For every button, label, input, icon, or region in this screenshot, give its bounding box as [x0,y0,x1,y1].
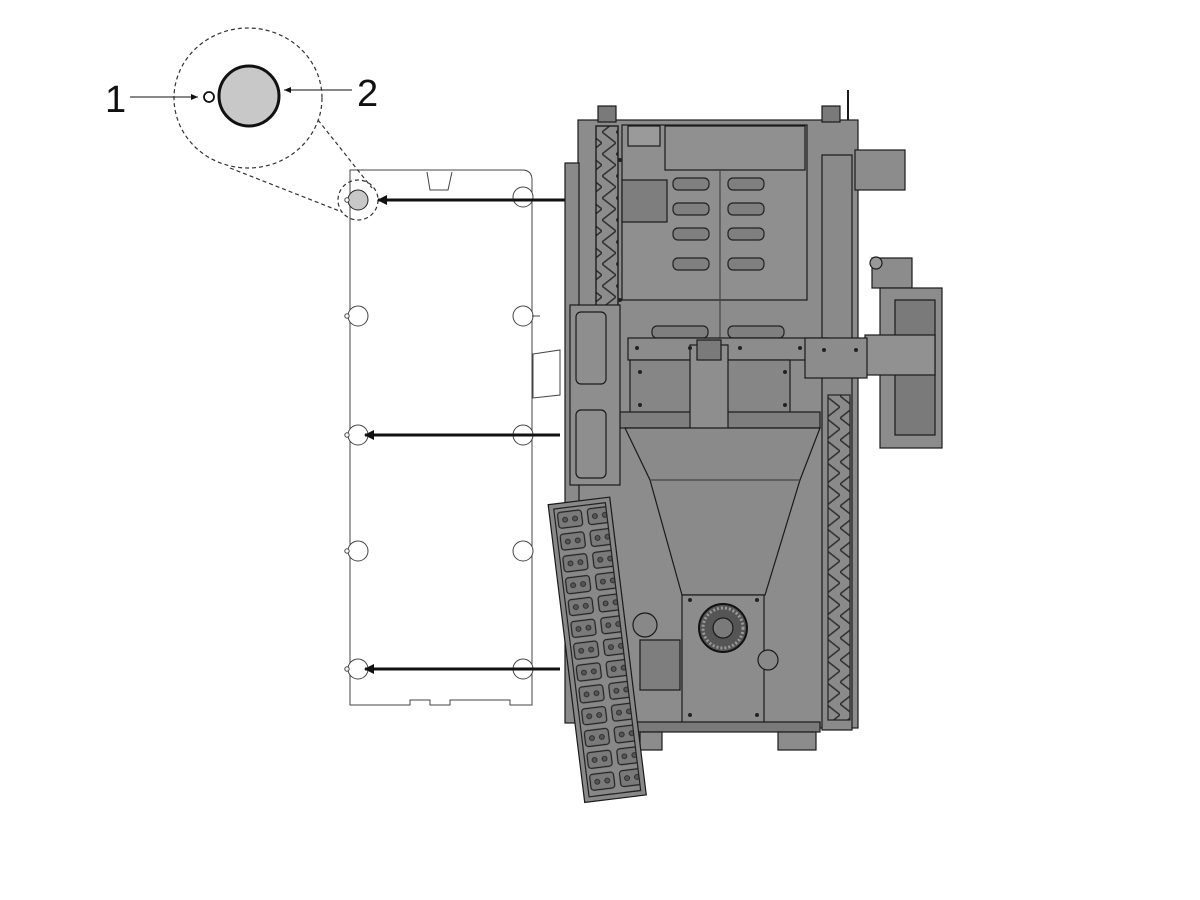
large-hole [217,64,281,128]
wall-template [349,169,561,706]
mounting-hole [347,305,369,327]
template-holes [344,186,565,680]
anchor-arrows [364,195,565,674]
boiler-machine [547,90,943,804]
mounting-hole [512,305,534,327]
mounting-hole [512,186,534,208]
callout-label-2: 2 [357,73,378,115]
callout-label-1: 1 [105,79,126,121]
mounting-hole [347,540,369,562]
detail-hole [203,64,281,128]
mounting-hole [347,189,369,211]
mounting-hole [512,540,534,562]
detail-magnifier [173,27,379,221]
small-hole [203,91,215,103]
callout-1: 1 [105,79,198,121]
callout-2: 2 [284,73,378,115]
